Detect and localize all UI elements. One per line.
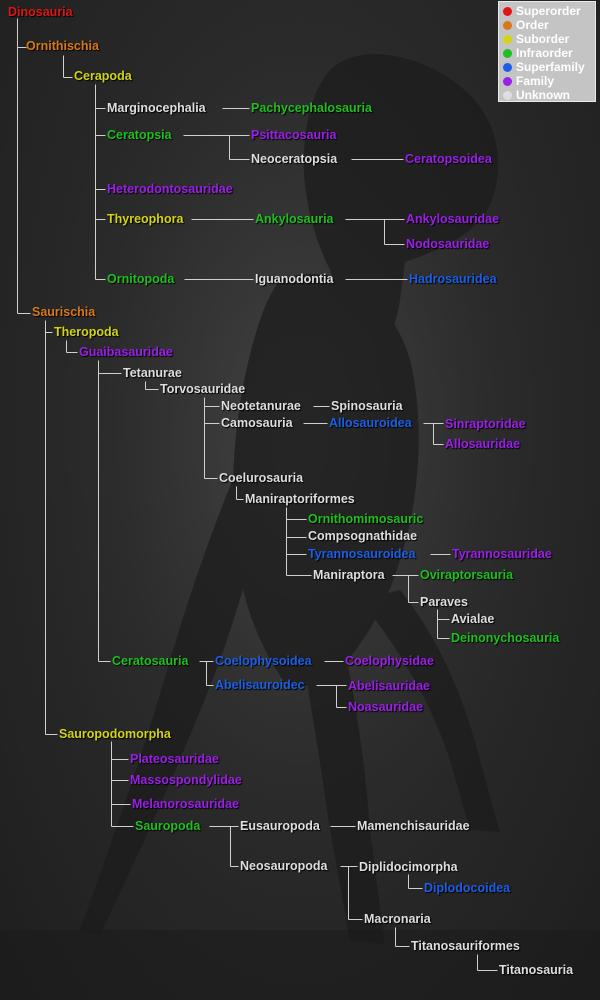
taxon-melanorosauridae: Melanorosauridae (132, 797, 239, 811)
taxon-abelisauridae: Abelisauridae (348, 679, 430, 693)
taxon-sauropodomorpha: Sauropodomorpha (59, 727, 171, 741)
taxon-iguanodontia: Iguanodontia (255, 272, 334, 286)
taxon-dinosauria: Dinosauria (8, 5, 73, 19)
taxon-ceratopsia: Ceratopsia (107, 128, 172, 142)
legend-label-superorder: Superorder (516, 4, 581, 18)
legend-label-suborder: Suborder (516, 32, 570, 46)
taxon-deinonychosauria: Deinonychosauria (451, 631, 560, 645)
taxon-coelurosauria: Coelurosauria (219, 471, 304, 485)
taxon-torvosauridae: Torvosauridae (160, 382, 246, 396)
taxon-heterodontosauridae: Heterodontosauridae (107, 182, 233, 196)
taxon-pachycephalosauria: Pachycephalosauria (251, 101, 372, 115)
taxon-guaibasauridae: Guaibasauridae (79, 345, 173, 359)
taxon-ornithischia: Ornithischia (26, 39, 99, 53)
taxon-ornitopoda: Ornitopoda (107, 272, 175, 286)
order-dot-icon (503, 21, 512, 30)
taxon-spinosauria: Spinosauria (331, 399, 403, 413)
taxon-camosauria: Camosauria (221, 416, 293, 430)
taxon-thyreophora: Thyreophora (107, 212, 184, 226)
taxon-marginocephalia: Marginocephalia (107, 101, 206, 115)
taxon-maniraptora: Maniraptora (313, 568, 385, 582)
taxon-macronaria: Macronaria (364, 912, 431, 926)
taxon-compsognathidae: Compsognathidae (308, 529, 418, 543)
taxon-neosauropoda: Neosauropoda (240, 859, 328, 873)
taxon-titanosauriformes: Titanosauriformes (411, 939, 520, 953)
taxon-diplodocoidea: Diplodocoidea (424, 881, 511, 895)
taxon-noasauridae: Noasauridae (348, 700, 424, 714)
taxon-sinraptoridae: Sinraptoridae (445, 417, 526, 431)
taxon-coelophysidae: Coelophysidae (345, 654, 434, 668)
taxon-ankylosauria: Ankylosauria (255, 212, 334, 226)
taxon-eusauropoda: Eusauropoda (240, 819, 320, 833)
suborder-dot-icon (503, 35, 512, 44)
taxon-allosauroidea: Allosauroidea (329, 416, 412, 430)
taxon-neoceratopsia: Neoceratopsia (251, 152, 338, 166)
superorder-dot-icon (503, 7, 512, 16)
taxon-plateosauridae: Plateosauridae (130, 752, 219, 766)
taxon-ceratopsoidea: Ceratopsoidea (405, 152, 492, 166)
taxon-abelisauroidec: Abelisauroidec (215, 678, 305, 692)
taxon-saurischia: Saurischia (32, 305, 96, 319)
taxon-tyrannosauroidea: Tyrannosauroidea (308, 547, 416, 561)
legend-label-family: Family (516, 74, 555, 88)
taxon-avialae: Avialae (451, 612, 495, 626)
taxon-ceratosauria: Ceratosauria (112, 654, 189, 668)
infraorder-dot-icon (503, 49, 512, 58)
unknown-dot-icon (503, 91, 512, 100)
taxon-maniraptoriformes: Maniraptoriformes (245, 492, 355, 506)
taxon-diplidocimorpha: Diplidocimorpha (359, 860, 458, 874)
taxon-mamenchisauridae: Mamenchisauridae (357, 819, 470, 833)
taxon-nodosauridae: Nodosauridae (406, 237, 490, 251)
taxon-sauropoda: Sauropoda (135, 819, 201, 833)
taxon-psittacosauria: Psittacosauria (251, 128, 337, 142)
legend-label-infraorder: Infraorder (516, 46, 573, 60)
legend-label-unknown: Unknown (516, 88, 570, 102)
taxon-ankylosauridae: Ankylosauridae (406, 212, 500, 226)
taxon-paraves: Paraves (420, 595, 468, 609)
rank-legend: Superorder Order Suborder Infraorder Sup… (498, 1, 596, 102)
taxon-tetanurae: Tetanurae (123, 366, 182, 380)
taxon-ornithomimosauric: Ornithomimosauric (308, 512, 424, 526)
superfamily-dot-icon (503, 63, 512, 72)
taxon-coelophysoidea: Coelophysoidea (215, 654, 312, 668)
legend-label-superfamily: Superfamily (516, 60, 585, 74)
taxon-tyrannosauridae: Tyrannosauridae (452, 547, 552, 561)
legend-label-order: Order (516, 18, 549, 32)
family-dot-icon (503, 77, 512, 86)
taxon-oviraptorsauria: Oviraptorsauria (420, 568, 514, 582)
taxon-neotetanurae: Neotetanurae (221, 399, 301, 413)
taxon-massospondylidae: Massospondylidae (130, 773, 242, 787)
taxon-titanosauria: Titanosauria (499, 963, 574, 977)
taxon-hadrosauridea: Hadrosauridea (409, 272, 497, 286)
taxon-theropoda: Theropoda (54, 325, 119, 339)
taxon-allosauridae: Allosauridae (445, 437, 521, 451)
taxon-cerapoda: Cerapoda (74, 69, 132, 83)
